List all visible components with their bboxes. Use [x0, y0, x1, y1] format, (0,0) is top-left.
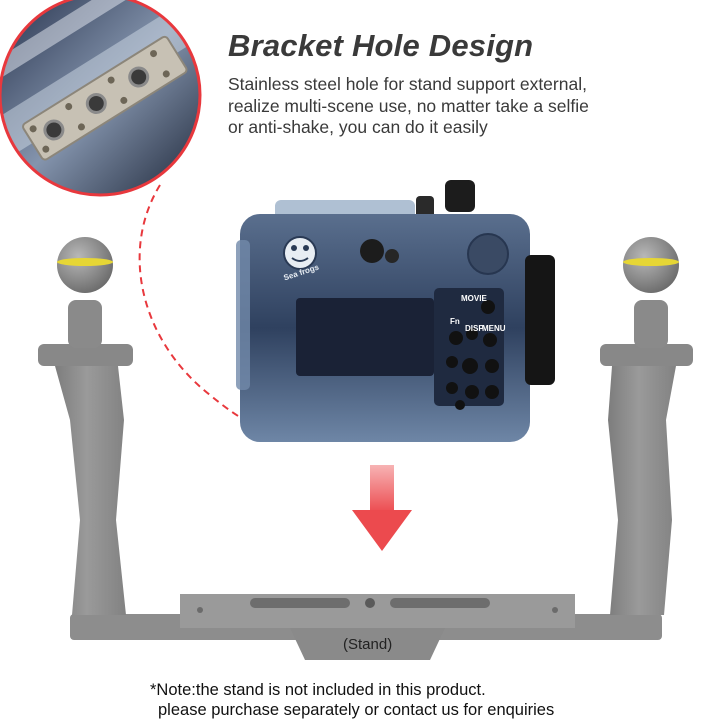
- description-line: or anti-shake, you can do it easily: [228, 117, 488, 137]
- frog-logo-icon: [283, 236, 317, 270]
- note-line: *Note:the stand is not included in this …: [150, 681, 486, 699]
- camera-housing: [236, 180, 555, 442]
- menu-button-label: MENU: [482, 324, 506, 333]
- page-title: Bracket Hole Design: [228, 28, 534, 63]
- disp-button-label: DISP: [465, 324, 484, 333]
- stand-note: *Note:the stand is not included in this …: [150, 680, 670, 720]
- zoom-detail-circle: [0, 0, 202, 197]
- feature-description: Stainless steel hole for stand support e…: [228, 74, 698, 139]
- stand-label: (Stand): [343, 636, 393, 653]
- left-handle: [38, 237, 133, 615]
- right-handle: [600, 237, 693, 615]
- note-line: please purchase separately or contact us…: [158, 701, 555, 719]
- stand-tray: [70, 594, 662, 660]
- description-line: Stainless steel hole for stand support e…: [228, 74, 587, 94]
- description-line: realize multi-scene use, no matter take …: [228, 95, 589, 116]
- down-arrow-icon: [352, 465, 412, 551]
- movie-button-label: MOVIE: [461, 294, 487, 303]
- fn-button-label: Fn: [450, 317, 460, 326]
